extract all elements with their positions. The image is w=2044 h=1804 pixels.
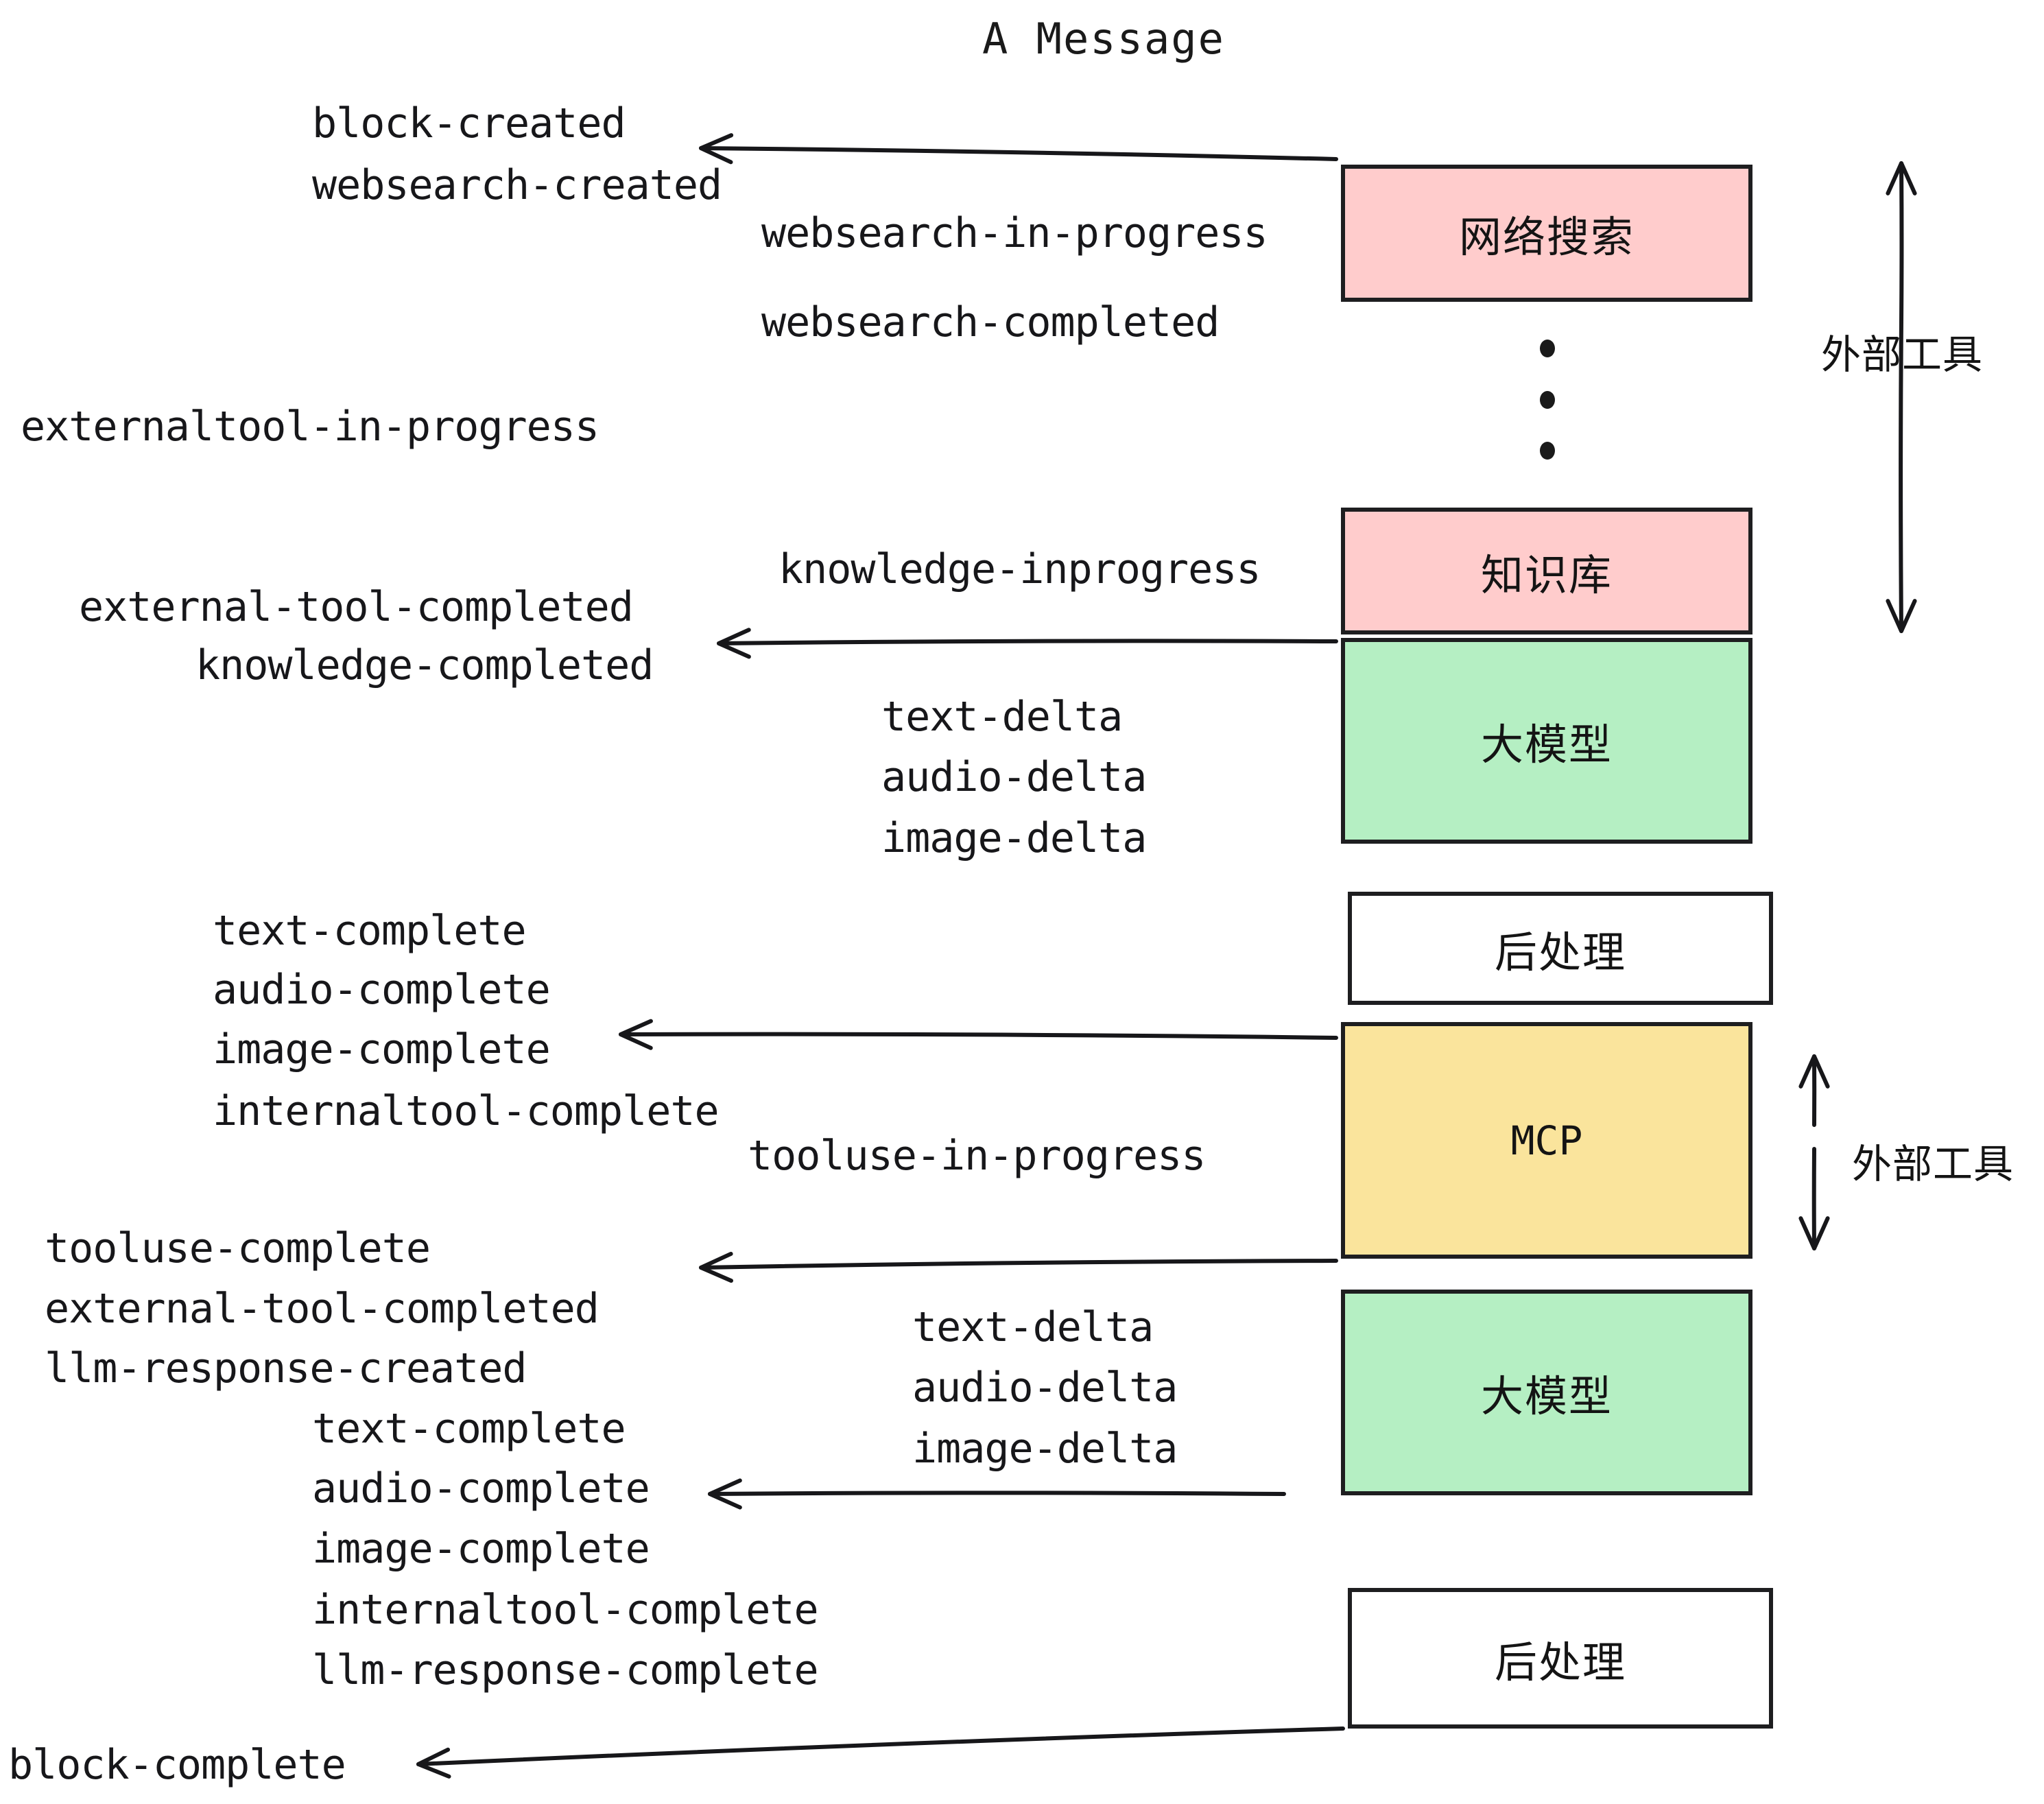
event-label-text-complete-1: text-complete [213,907,527,955]
node-label: 大模型 [1480,1371,1613,1421]
vertical-ellipsis-icon [1540,340,1555,460]
event-label-knowledge-completed: knowledge-completed [195,641,654,689]
page-title: A Message [982,14,1225,64]
event-label-image-complete-1: image-complete [213,1025,551,1073]
event-label-knowledge-inprogress: knowledge-inprogress [779,545,1261,593]
event-label-image-complete-2: image-complete [312,1525,650,1573]
node-label: 知识库 [1480,549,1613,600]
event-label-block-complete: block-complete [8,1741,346,1789]
side-label-external-tool-bottom: 外部工具 [1852,1141,2015,1187]
side-label-external-tool-top: 外部工具 [1821,331,1984,378]
arrow-image-complete [619,1019,1338,1050]
event-label-external-tool-completed-1: external-tool-completed [79,583,634,631]
event-label-audio-delta-1: audio-delta [881,753,1147,801]
event-label-text-delta-1: text-delta [881,693,1123,741]
arrow-block-created [699,133,1338,165]
event-label-text-complete-2: text-complete [312,1405,626,1453]
ext-tool-down-2 [1798,1147,1830,1250]
event-label-websearch-in-progress: websearch-in-progress [761,209,1268,257]
ext-tool-up-2 [1798,1054,1830,1127]
event-label-image-delta-1: image-delta [881,814,1147,862]
node-label: MCP [1510,1117,1583,1164]
event-label-audio-complete-1: audio-complete [213,966,551,1014]
node-mcp: MCP [1341,1022,1752,1259]
event-label-llm-response-created: llm-response-created [45,1344,527,1392]
event-label-tooluse-in-progress: tooluse-in-progress [748,1132,1206,1180]
event-label-audio-complete-2: audio-complete [312,1464,650,1512]
event-label-image-delta-2: image-delta [912,1425,1178,1473]
event-label-tooluse-complete: tooluse-complete [45,1224,431,1272]
event-label-internaltool-complete-1: internaltool-complete [213,1087,720,1135]
event-label-text-delta-2: text-delta [912,1303,1154,1351]
arrow-tooluse-complete [699,1251,1338,1283]
event-label-externaltool-in-progress: externaltool-in-progress [21,403,599,451]
arrow-knowledge-completed [717,628,1338,659]
node-label: 后处理 [1494,927,1626,977]
event-label-websearch-created: websearch-created [312,161,722,209]
event-label-block-created: block-created [312,99,626,147]
event-label-internaltool-complete-2: internaltool-complete [312,1586,819,1634]
node-label: 大模型 [1480,720,1613,770]
node-post-top: 后处理 [1348,892,1773,1005]
event-label-external-tool-completed-2: external-tool-completed [45,1285,599,1333]
node-post-bottom: 后处理 [1348,1588,1773,1729]
ext-tool-up-1 [1886,161,1917,324]
node-knowledge: 知识库 [1341,508,1752,634]
event-label-llm-response-complete: llm-response-complete [312,1646,819,1694]
node-llm-top: 大模型 [1341,638,1752,844]
arrow-audio-complete [708,1478,1286,1510]
node-label: 后处理 [1494,1637,1626,1687]
event-label-websearch-completed: websearch-completed [761,298,1220,346]
node-label: 网络搜索 [1458,212,1635,262]
node-websearch: 网络搜索 [1341,165,1752,302]
event-label-audio-delta-2: audio-delta [912,1364,1178,1412]
arrow-block-complete [416,1726,1345,1779]
node-llm-bottom: 大模型 [1341,1290,1752,1495]
